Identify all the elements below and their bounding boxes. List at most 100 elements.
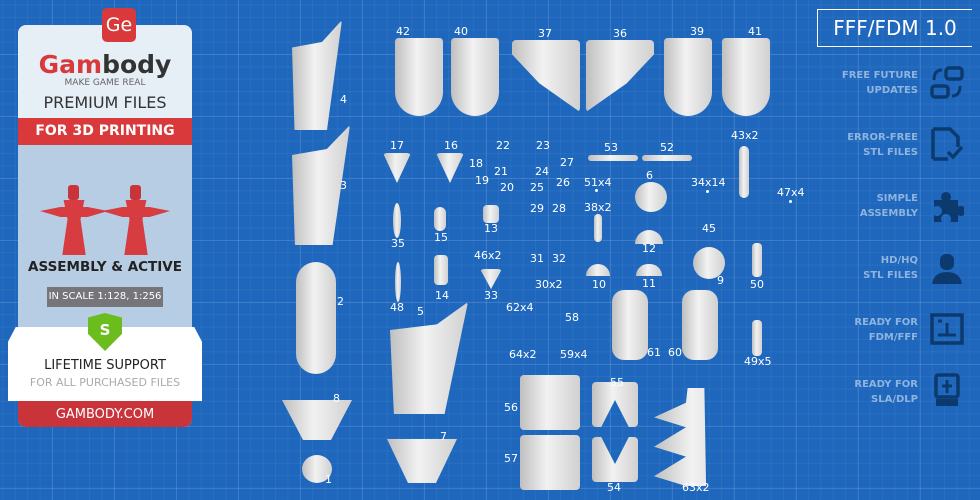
part-label: 38x2 xyxy=(584,201,612,214)
part-shape xyxy=(393,203,401,238)
part-label: 64x2 xyxy=(509,348,537,361)
part-label: 60 xyxy=(668,346,682,359)
part-shape xyxy=(451,38,499,116)
part-label: 11 xyxy=(642,277,656,290)
part-label: 25 xyxy=(530,181,544,194)
part-label: 32 xyxy=(552,252,566,265)
part-label: 63x2 xyxy=(682,481,710,494)
part-label: 55 xyxy=(610,376,624,389)
active-figure-icon xyxy=(102,185,170,265)
part-shape xyxy=(588,155,638,161)
sla-printer-icon xyxy=(934,373,960,406)
part-label: 10 xyxy=(592,278,606,291)
part-label: 49x5 xyxy=(744,355,772,368)
part-label: 37 xyxy=(538,27,552,40)
part-label: 8 xyxy=(333,392,340,405)
part-shape xyxy=(635,230,663,244)
part-dot xyxy=(789,200,792,203)
assembly-active-label: ASSEMBLY & ACTIVE xyxy=(28,259,182,275)
part-label: 56 xyxy=(504,401,518,414)
part-shape xyxy=(635,182,667,212)
puzzle-icon xyxy=(934,192,964,222)
part-label: 43x2 xyxy=(731,129,759,142)
part-label: 30x2 xyxy=(535,278,563,291)
part-label: 46x2 xyxy=(474,249,502,262)
part-shape xyxy=(520,375,580,430)
part-label: 31 xyxy=(530,252,544,265)
part-shape xyxy=(483,205,499,223)
part-label: 40 xyxy=(454,25,468,38)
part-shape xyxy=(390,302,468,414)
part-shape xyxy=(693,247,725,279)
part-shape xyxy=(612,290,648,360)
part-label: 52 xyxy=(660,141,674,154)
part-label: 47x4 xyxy=(777,186,805,199)
bust-icon xyxy=(932,254,962,284)
part-label: 59x4 xyxy=(560,348,588,361)
premium-files-heading: PREMIUM FILES xyxy=(43,93,167,112)
part-label: 20 xyxy=(500,181,514,194)
part-shape xyxy=(296,262,336,374)
part-label: 15 xyxy=(434,231,448,244)
part-label: 22 xyxy=(496,139,510,152)
part-label: 26 xyxy=(556,176,570,189)
part-label: 58 xyxy=(565,311,579,324)
part-shape xyxy=(512,40,580,112)
part-label: 39 xyxy=(690,25,704,38)
part-label: 4 xyxy=(340,93,347,106)
part-shape xyxy=(395,262,401,302)
part-shape xyxy=(282,400,352,440)
part-shape xyxy=(739,146,749,198)
part-shape xyxy=(383,153,411,183)
part-label: 3 xyxy=(340,179,347,192)
part-label: 34x14 xyxy=(691,176,726,189)
support-subtitle: FOR ALL PURCHASED FILES xyxy=(29,376,181,389)
part-shape xyxy=(664,38,712,116)
file-check-icon xyxy=(931,127,964,161)
part-label: 36 xyxy=(613,27,627,40)
support-title: LIFETIME SUPPORT xyxy=(44,358,166,373)
part-shape xyxy=(594,214,602,242)
fdm-printer-icon xyxy=(930,313,964,345)
part-label: 41 xyxy=(748,25,762,38)
part-label: 5 xyxy=(417,305,424,318)
part-shape xyxy=(480,269,502,289)
part-shape xyxy=(636,264,662,276)
part-label: 35 xyxy=(391,237,405,250)
scale-badge: IN SCALE 1:128, 1:256 xyxy=(47,287,163,307)
part-label: 13 xyxy=(484,222,498,235)
part-shape xyxy=(586,40,654,112)
part-shape xyxy=(395,38,443,116)
part-label: 18 xyxy=(469,157,483,170)
part-label: 23 xyxy=(536,139,550,152)
part-label: 53 xyxy=(604,141,618,154)
part-shape xyxy=(586,264,610,276)
part-shape xyxy=(292,20,342,130)
sync-icon xyxy=(930,66,964,99)
part-shape xyxy=(642,155,692,161)
part-shape xyxy=(434,255,448,285)
part-label: 9 xyxy=(717,274,724,287)
part-label: 28 xyxy=(552,202,566,215)
part-label: 7 xyxy=(440,430,447,443)
part-label: 45 xyxy=(702,222,716,235)
part-label: 62x4 xyxy=(506,301,534,314)
part-shape xyxy=(520,435,580,490)
part-shape xyxy=(654,388,707,486)
part-shape xyxy=(722,38,770,116)
assembly-figure-icon xyxy=(40,185,108,265)
part-label: 1 xyxy=(325,473,332,486)
part-shape xyxy=(752,320,762,356)
part-label: 24 xyxy=(535,165,549,178)
website-link[interactable]: GAMBODY.COM xyxy=(18,401,192,427)
part-label: 17 xyxy=(390,139,404,152)
part-label: 12 xyxy=(642,242,656,255)
part-shape xyxy=(434,207,446,231)
part-label: 33 xyxy=(484,289,498,302)
part-shape xyxy=(302,455,332,483)
